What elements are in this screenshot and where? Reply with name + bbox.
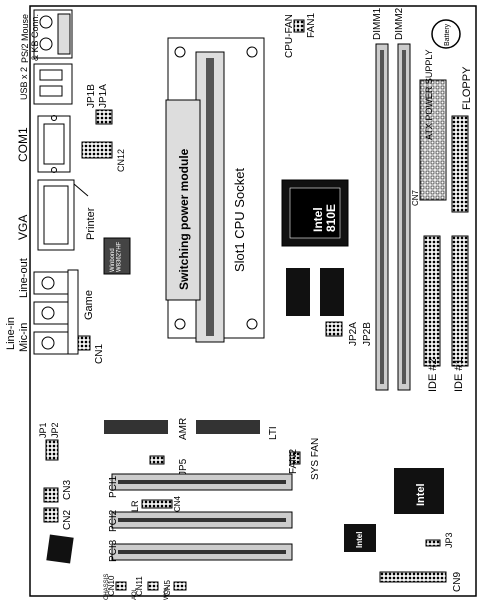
jp1b-label: JP1B (86, 84, 97, 108)
cn11-header (147, 581, 159, 591)
dimm2-label: DIMM2 (394, 7, 405, 40)
board-outline (29, 5, 477, 597)
dimm2-slot (397, 43, 411, 391)
jp2a-label: JP2A (348, 322, 359, 346)
lower-left-chip (46, 534, 74, 564)
com1-label: COM1 (16, 127, 30, 162)
jp2b-label: JP2B (362, 322, 373, 346)
cn3-label: CN3 (62, 480, 73, 500)
ide1-label: IDE #1 (453, 358, 465, 392)
svg-text:Battery: Battery (444, 23, 451, 46)
cn2-label: CN2 (62, 510, 73, 530)
intel-ich-chip: Intel (394, 468, 444, 514)
jp5-label: JP5 (178, 458, 189, 476)
com1-connector (37, 115, 71, 173)
usb-label: USB x 2 (19, 67, 29, 100)
pci3-label: PCI3 (108, 539, 119, 562)
jp1-label: JP1 (38, 422, 48, 438)
svg-text:Intel810E: Intel810E (311, 204, 338, 232)
printer-label: Printer (85, 207, 97, 240)
intel-810e-chip: Intel810E (281, 179, 349, 247)
cn10-header (115, 581, 127, 591)
ide1-connector (451, 235, 469, 367)
winbond-chip: WinbondW83627HF (103, 237, 131, 275)
dimm1-label: DIMM1 (372, 7, 383, 40)
jp1-jp2-header (45, 439, 59, 461)
atx-power-connector (419, 79, 447, 201)
memory-chip-2 (320, 268, 344, 316)
fan2-header (289, 451, 301, 465)
micin-label: Mic-in (18, 323, 30, 352)
pci2-label: PCI2 (108, 509, 119, 532)
atx-label: ATX POWER SUPPLY (424, 49, 434, 140)
ps2-label: PS/2 Mouse& KB Conn. (20, 14, 40, 63)
cn1-header (77, 335, 91, 351)
vga-label: VGA (16, 215, 30, 240)
lineout-label: Line-out (18, 258, 30, 298)
pci1-label: PCI1 (108, 475, 119, 498)
cn2-header (43, 507, 59, 523)
slot1-label: Slot1 CPU Socket (232, 168, 247, 272)
audio-jacks (33, 271, 69, 355)
linein-label: Line-in (5, 317, 17, 350)
switching-label: Switching power module (177, 148, 191, 290)
cn12-header (81, 141, 113, 159)
cn10-label: CN10 (107, 575, 116, 596)
cn5-label: CN5 (163, 579, 172, 596)
floppy-label: FLOPPY (461, 66, 473, 110)
cpu-fan-header (293, 19, 305, 33)
cn1-label: CN1 (94, 344, 105, 364)
cn12-label: CN12 (116, 149, 126, 172)
printer-connector (37, 179, 89, 251)
jp2-label: JP2 (50, 422, 60, 438)
ide2-label: IDE #2 (427, 358, 439, 392)
svg-text:Intel: Intel (355, 532, 364, 548)
wol-label: WOL (164, 586, 170, 600)
floppy-connector (451, 115, 469, 213)
jp3-header (425, 539, 441, 547)
cn3-header (43, 487, 59, 503)
pci1-slot (111, 473, 293, 491)
chassis-label: CHASSIS (104, 574, 110, 600)
fan1-label: FAN1 (306, 13, 317, 38)
cn7-label: CN7 (411, 189, 420, 206)
memory-chip-1 (286, 268, 310, 316)
game-port (67, 269, 79, 355)
amr-label: AMR (178, 418, 189, 440)
aol-label: AOL (132, 587, 138, 600)
game-label: Game (83, 290, 95, 320)
dimm1-slot (375, 43, 389, 391)
jp2a-header (325, 321, 343, 337)
jp1a-label: JP1A (98, 84, 109, 108)
switching-power-module (165, 99, 201, 301)
ps2-connector (33, 9, 73, 59)
svg-text:Intel: Intel (415, 483, 427, 506)
jp1-header (95, 109, 113, 125)
lr-label: LR (130, 500, 140, 512)
svg-text:WinbondW83627HF: WinbondW83627HF (110, 241, 123, 272)
pci2-slot (111, 511, 293, 529)
amr-slot (104, 420, 168, 434)
battery: Battery (431, 19, 461, 49)
cn9-label: CN9 (452, 572, 463, 592)
ide2-connector (423, 235, 441, 367)
lti-slot (196, 420, 260, 434)
fan2-label: FAN2 (288, 449, 299, 474)
pci3-slot (111, 543, 293, 561)
cn4-label: CN4 (173, 495, 182, 512)
lti-label: LTI (268, 426, 279, 440)
cn5-header (173, 581, 187, 591)
jp5-header (149, 455, 165, 465)
sysfan-label: SYS FAN (310, 438, 321, 480)
cn9-header (379, 571, 447, 583)
cn4-header (141, 499, 173, 509)
cpufan-label: CPU-FAN (284, 14, 295, 58)
jp3-label: JP3 (444, 532, 454, 548)
cn11-label: CN11 (135, 576, 144, 596)
intel-small-chip: Intel (344, 524, 376, 552)
usb-connector (33, 63, 73, 105)
